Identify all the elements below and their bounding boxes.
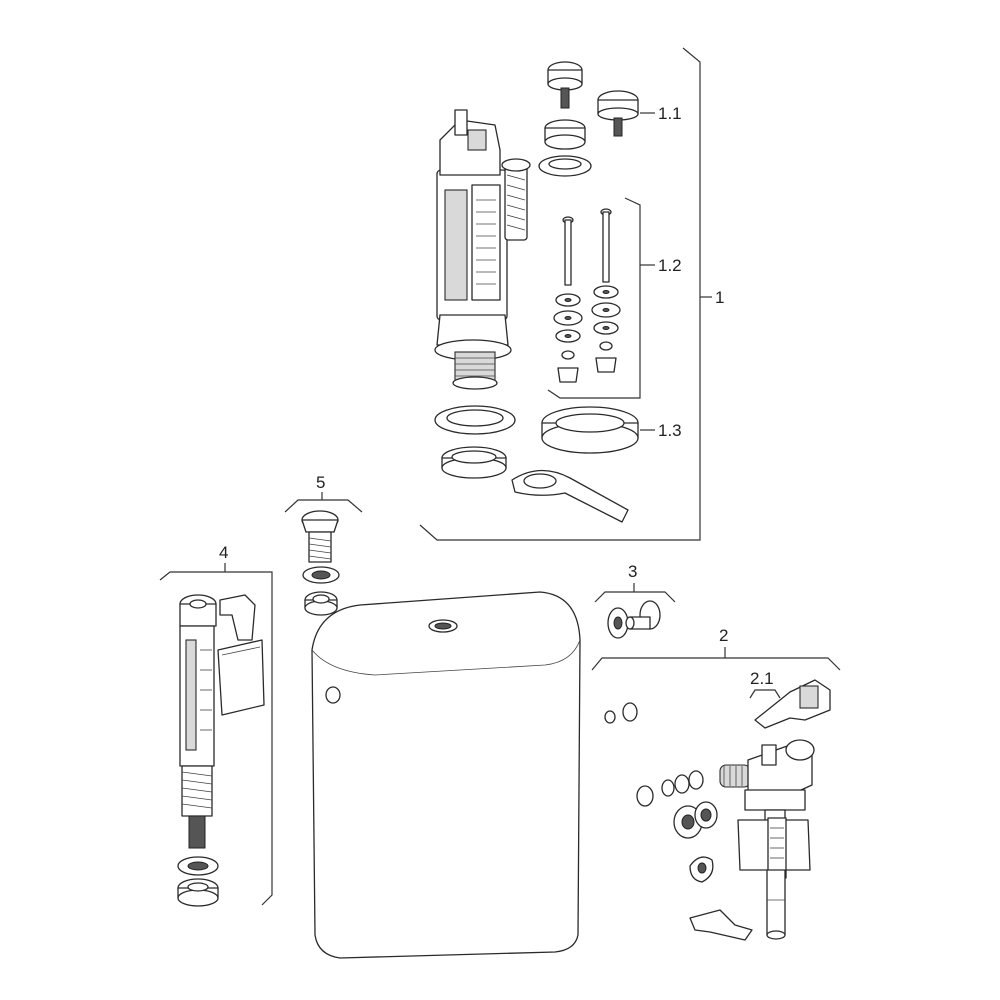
bracket-1-2 (547, 197, 641, 399)
label-2-1: 2.1 (750, 669, 774, 688)
bracket-3 (594, 591, 676, 603)
flush-valve-body (434, 109, 531, 390)
group-5-cover-screw: 5 (284, 473, 363, 616)
bracket-2 (591, 657, 841, 671)
label-1: 1 (715, 288, 724, 307)
group-1-3-seals: 1.3 (434, 405, 682, 523)
bracket-2-1 (749, 689, 781, 699)
bracket-1 (419, 47, 701, 541)
bracket-5 (284, 499, 363, 513)
bracket-4 (159, 571, 273, 906)
group-4-fill-valve: 4 (159, 543, 273, 907)
group-1-1-buttons: 1.1 (538, 61, 682, 177)
label-3: 3 (628, 562, 637, 581)
group-3-side-grommet: 3 (594, 562, 676, 639)
label-1-1: 1.1 (658, 104, 682, 123)
label-1-2: 1.2 (658, 256, 682, 275)
label-1-3: 1.3 (658, 421, 682, 440)
cistern-tank (311, 591, 581, 959)
group-1-2-fixings: 1.2 (547, 197, 682, 399)
label-2: 2 (719, 626, 728, 645)
group-2-side-fill-valve: 2 2.1 (591, 626, 841, 941)
label-5: 5 (316, 473, 325, 492)
label-4: 4 (219, 543, 228, 562)
group-1-flush-valve: 1 (419, 47, 724, 541)
